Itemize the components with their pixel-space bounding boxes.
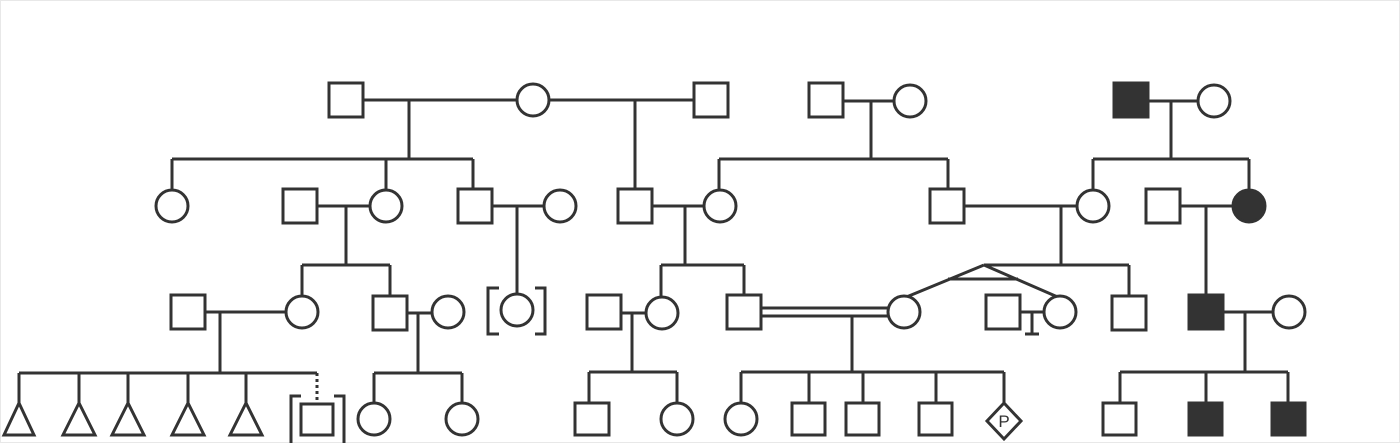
generation-3 xyxy=(17,286,1307,404)
female-unaffected xyxy=(154,188,190,224)
male-unaffected xyxy=(844,401,881,437)
female-twin xyxy=(886,294,922,330)
adoption-brackets xyxy=(289,394,346,443)
pregnancy-triangle xyxy=(1,399,37,437)
proband-label: P xyxy=(998,412,1009,431)
male-unaffected xyxy=(585,293,623,331)
male-unaffected xyxy=(616,187,654,225)
male-unaffected xyxy=(692,81,730,119)
couple-and-sibship-lines xyxy=(300,204,1233,300)
female-adopted xyxy=(499,292,535,328)
male-unaffected xyxy=(928,187,966,225)
generation-2 xyxy=(154,187,1267,300)
male-unaffected xyxy=(917,401,954,437)
female-unaffected xyxy=(1075,188,1111,224)
male-affected xyxy=(1187,293,1225,331)
male-affected xyxy=(1270,401,1307,437)
pregnancy-triangle xyxy=(169,399,207,437)
female-unaffected xyxy=(644,295,680,331)
female-unaffected xyxy=(430,294,466,330)
sibship-lines xyxy=(739,316,1006,404)
pregnancy-triangle xyxy=(60,399,98,437)
adoption-brackets xyxy=(486,286,547,336)
female-affected xyxy=(1231,188,1267,224)
female-unaffected xyxy=(515,82,551,118)
male-unaffected xyxy=(790,401,827,437)
family-lines xyxy=(372,311,679,404)
female-twin xyxy=(1042,294,1078,330)
male-unaffected xyxy=(1144,187,1182,225)
male-unaffected xyxy=(456,187,494,225)
pregnancy-triangle xyxy=(227,399,265,437)
male-affected xyxy=(1187,401,1224,437)
female-unaffected xyxy=(1271,294,1307,330)
proband-diamond xyxy=(984,400,1024,442)
female-unaffected xyxy=(702,188,738,224)
female-unaffected xyxy=(542,188,578,224)
consanguinity-line xyxy=(761,306,888,318)
male-unaffected xyxy=(807,81,845,119)
female-unaffected xyxy=(892,83,928,119)
male-unaffected xyxy=(281,187,319,225)
male-unaffected xyxy=(984,293,1022,331)
male-unaffected xyxy=(169,293,207,331)
female-unaffected xyxy=(368,188,404,224)
male-unaffected xyxy=(371,294,409,332)
male-unaffected xyxy=(725,293,763,331)
male-affected xyxy=(1112,81,1150,119)
generation-1 xyxy=(170,81,1251,190)
female-unaffected xyxy=(444,401,480,437)
male-unaffected xyxy=(1110,294,1148,332)
female-unaffected xyxy=(356,401,392,437)
female-unaffected xyxy=(723,401,759,437)
male-adopted xyxy=(299,402,335,437)
female-unaffected xyxy=(1196,83,1232,119)
family-lines xyxy=(1118,310,1290,403)
family-lines xyxy=(17,310,317,403)
infertility-line xyxy=(1020,310,1044,336)
sibship-lines xyxy=(170,157,1251,190)
male-unaffected xyxy=(573,401,611,437)
pregnancy-triangle xyxy=(109,399,147,437)
male-unaffected xyxy=(1101,401,1138,437)
male-unaffected xyxy=(327,81,365,119)
female-unaffected xyxy=(659,401,695,437)
female-unaffected xyxy=(284,294,320,330)
generation-4: P xyxy=(1,394,1307,443)
couple-lines xyxy=(363,98,1198,189)
